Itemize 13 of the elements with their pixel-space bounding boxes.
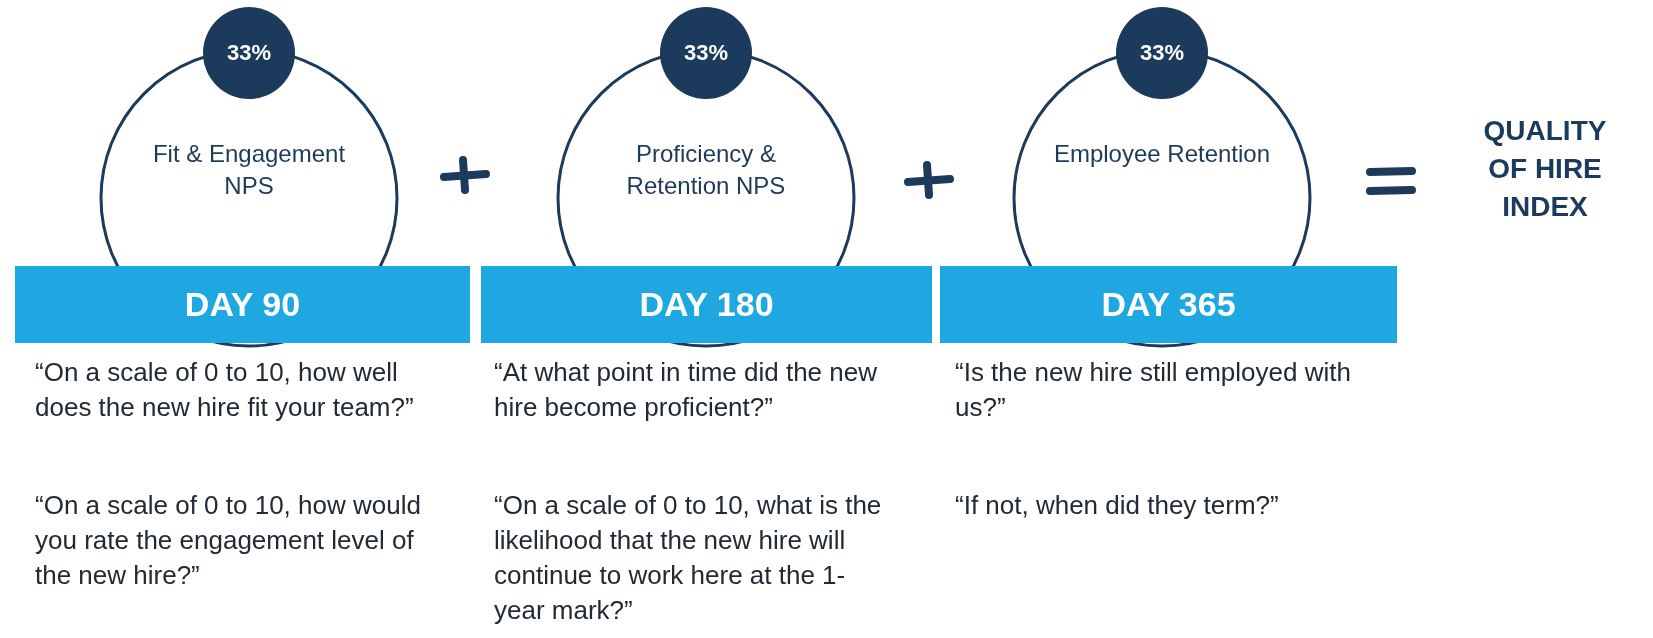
survey-question: “On a scale of 0 to 10, what is the likelihood that the new hire will continue to work here at the 1-year mark?”: [494, 489, 883, 627]
day-banner: DAY 90: [15, 266, 470, 343]
percentage-badge: 33%: [1116, 7, 1208, 99]
day-banner: DAY 365: [940, 266, 1397, 343]
percentage-badge: 33%: [660, 7, 752, 99]
percentage-badge: 33%: [203, 7, 295, 99]
survey-question: “Is the new hire still employed with us?”: [955, 356, 1352, 424]
survey-question: “At what point in time did the new hire become proficient?”: [494, 356, 878, 424]
day-banner: DAY 180: [481, 266, 932, 343]
survey-question: “On a scale of 0 to 10, how would you rate the engagement level of the new hire?”: [35, 489, 422, 592]
survey-question: “On a scale of 0 to 10, how well does the new hire fit your team?”: [35, 356, 415, 424]
survey-question: “If not, when did they term?”: [955, 489, 1280, 522]
result-heading: QUALITY OF HIRE INDEX: [1482, 114, 1608, 224]
